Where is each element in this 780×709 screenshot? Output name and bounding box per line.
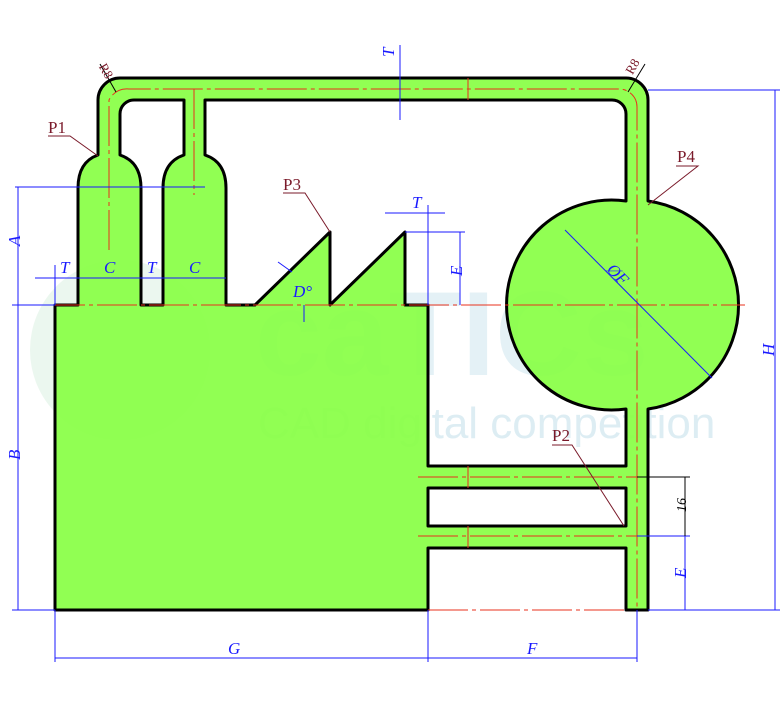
- dim-label-h: H: [759, 342, 778, 357]
- dim-label-b: B: [5, 449, 24, 460]
- dim-label-e-teeth: E: [447, 265, 466, 277]
- centerlines: [45, 78, 745, 611]
- radius-label-left: R8: [96, 61, 117, 82]
- dim-label-t2: T: [147, 258, 158, 277]
- dim-label-f: F: [526, 639, 538, 658]
- dim-label-angle-d: D°: [292, 282, 312, 301]
- dim-label-a: A: [5, 235, 24, 247]
- dim-label-16: 16: [675, 498, 690, 512]
- point-label-p4: P4: [677, 147, 695, 166]
- part-outline: [53, 76, 741, 612]
- dim-label-t1: T: [60, 258, 71, 277]
- dim-label-t-top: T: [379, 46, 398, 57]
- point-label-p1: P1: [48, 118, 66, 137]
- dimension-lines: [12, 45, 780, 662]
- dim-label-t-teeth: T: [412, 193, 423, 212]
- radius-label-right: R8: [622, 56, 643, 77]
- leaders: [48, 63, 700, 527]
- dim-label-e-bottom: E: [671, 567, 690, 579]
- dim-label-c1: C: [104, 258, 116, 277]
- dim-label-c2: C: [189, 258, 201, 277]
- dim-label-g: G: [228, 639, 240, 658]
- point-label-p3: P3: [283, 175, 301, 194]
- point-label-p2: P2: [552, 426, 570, 445]
